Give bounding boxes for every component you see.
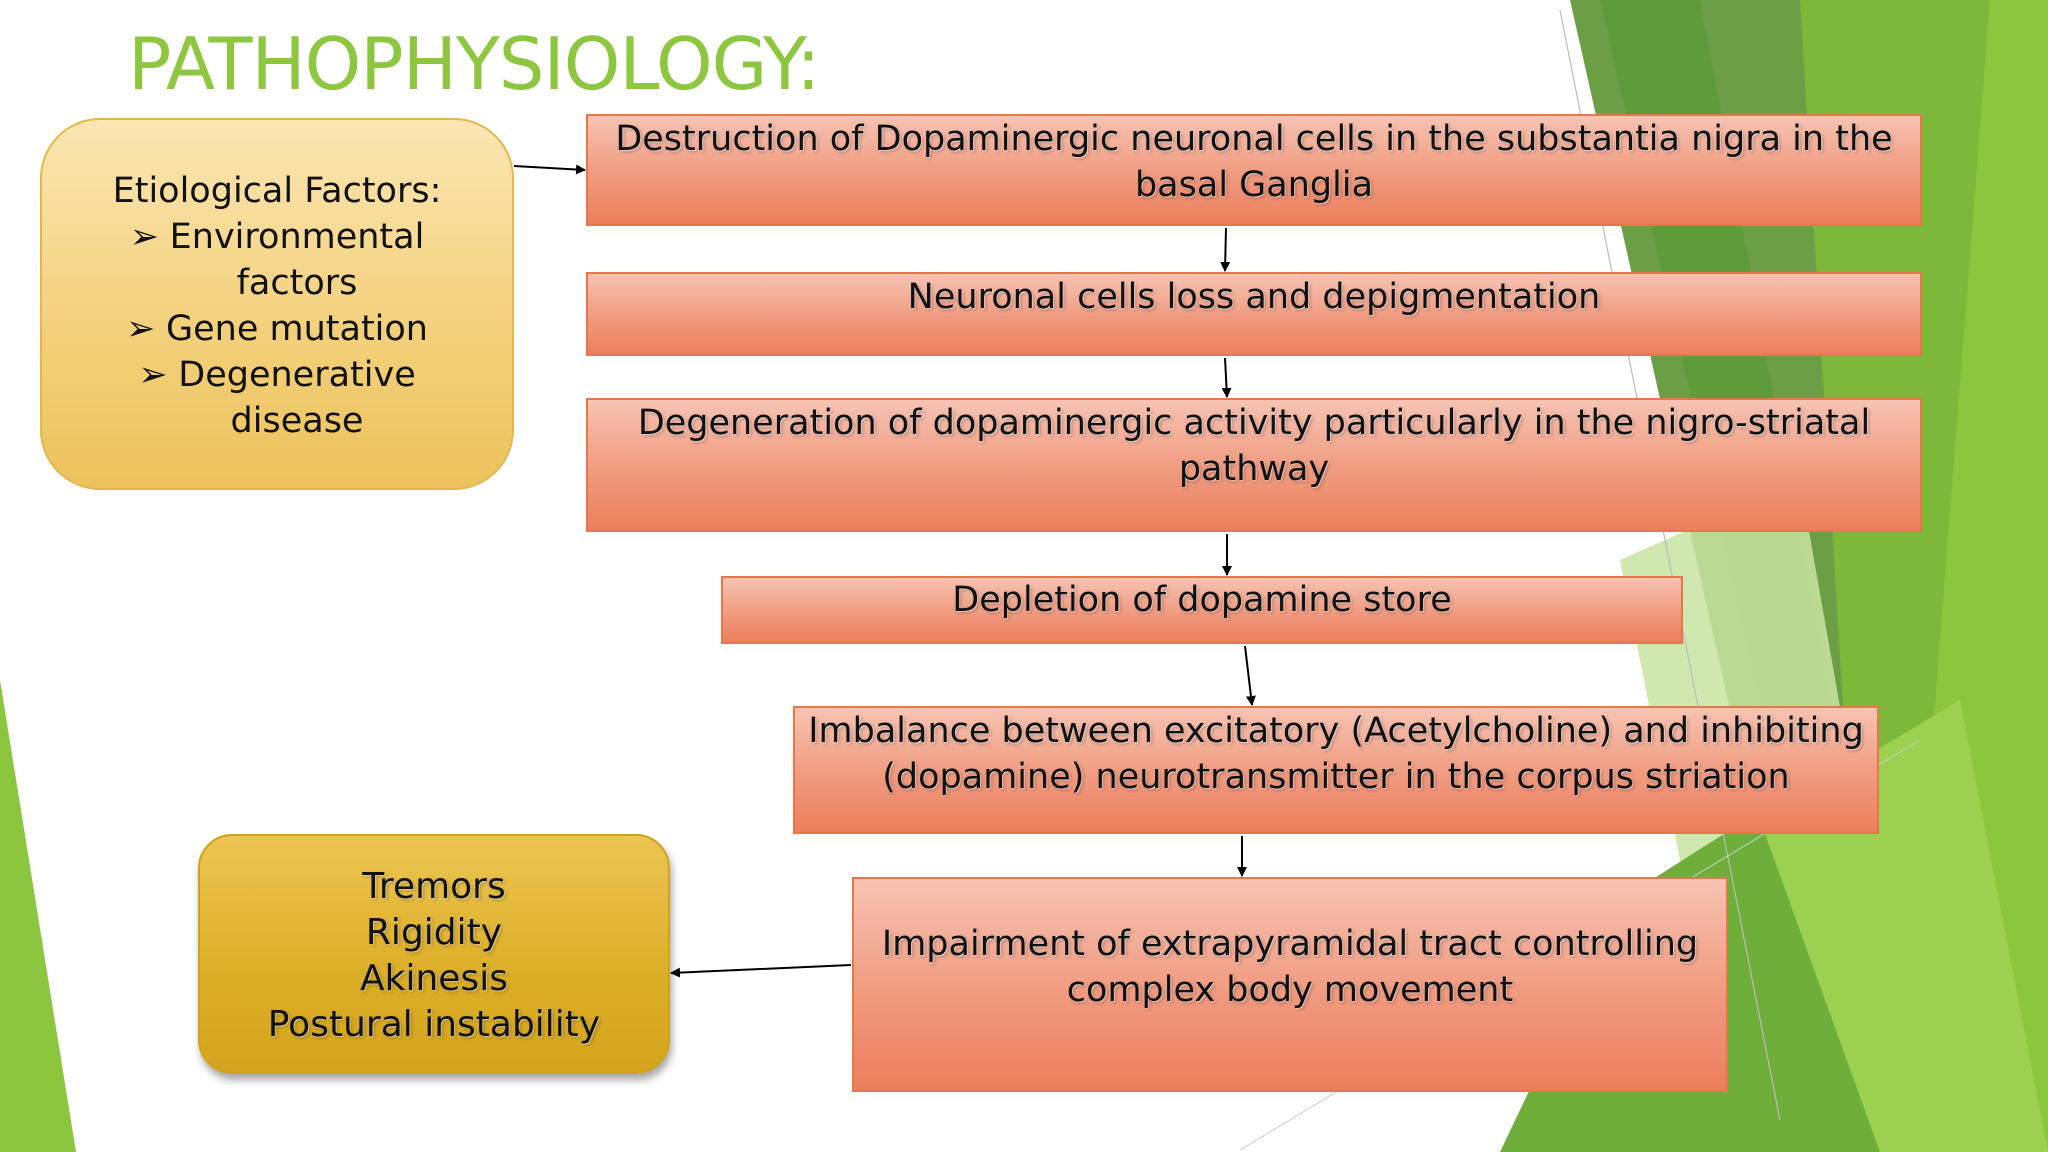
symptom-item: Rigidity bbox=[365, 912, 503, 953]
arrow-bullet-icon: ➢ bbox=[126, 309, 156, 349]
arrow-bullet-icon: ➢ bbox=[138, 355, 168, 395]
etiology-heading: Etiological Factors: bbox=[112, 171, 442, 211]
bg-left-wedge bbox=[0, 680, 76, 1152]
step-imbalance: Imbalance between excitatory (Acetylchol… bbox=[793, 706, 1879, 834]
etiology-item: ➢Gene mutation bbox=[42, 306, 512, 352]
etiology-item: ➢Degenerative disease bbox=[42, 352, 512, 444]
symptom-item: Tremors bbox=[362, 866, 506, 907]
step-impairment: Impairment of extrapyramidal tract contr… bbox=[852, 877, 1728, 1092]
etiology-item: ➢Environmental factors bbox=[42, 214, 512, 306]
page-title: PATHOPHYSIOLOGY: bbox=[128, 22, 821, 106]
symptom-item: Postural instability bbox=[267, 1004, 601, 1045]
step-depletion: Depletion of dopamine store bbox=[721, 576, 1683, 644]
symptom-item: Akinesis bbox=[360, 958, 508, 999]
symptoms-box: Tremors Rigidity Akinesis Postural insta… bbox=[198, 834, 670, 1074]
etiological-factors-box: Etiological Factors: ➢Environmental fact… bbox=[40, 118, 514, 490]
step-destruction: Destruction of Dopaminergic neuronal cel… bbox=[586, 114, 1922, 226]
step-neuronal-loss: Neuronal cells loss and depigmentation bbox=[586, 272, 1922, 356]
etiology-list: ➢Environmental factors ➢Gene mutation ➢D… bbox=[42, 214, 512, 444]
step-degeneration: Degeneration of dopaminergic activity pa… bbox=[586, 398, 1922, 532]
arrow-bullet-icon: ➢ bbox=[129, 217, 159, 257]
